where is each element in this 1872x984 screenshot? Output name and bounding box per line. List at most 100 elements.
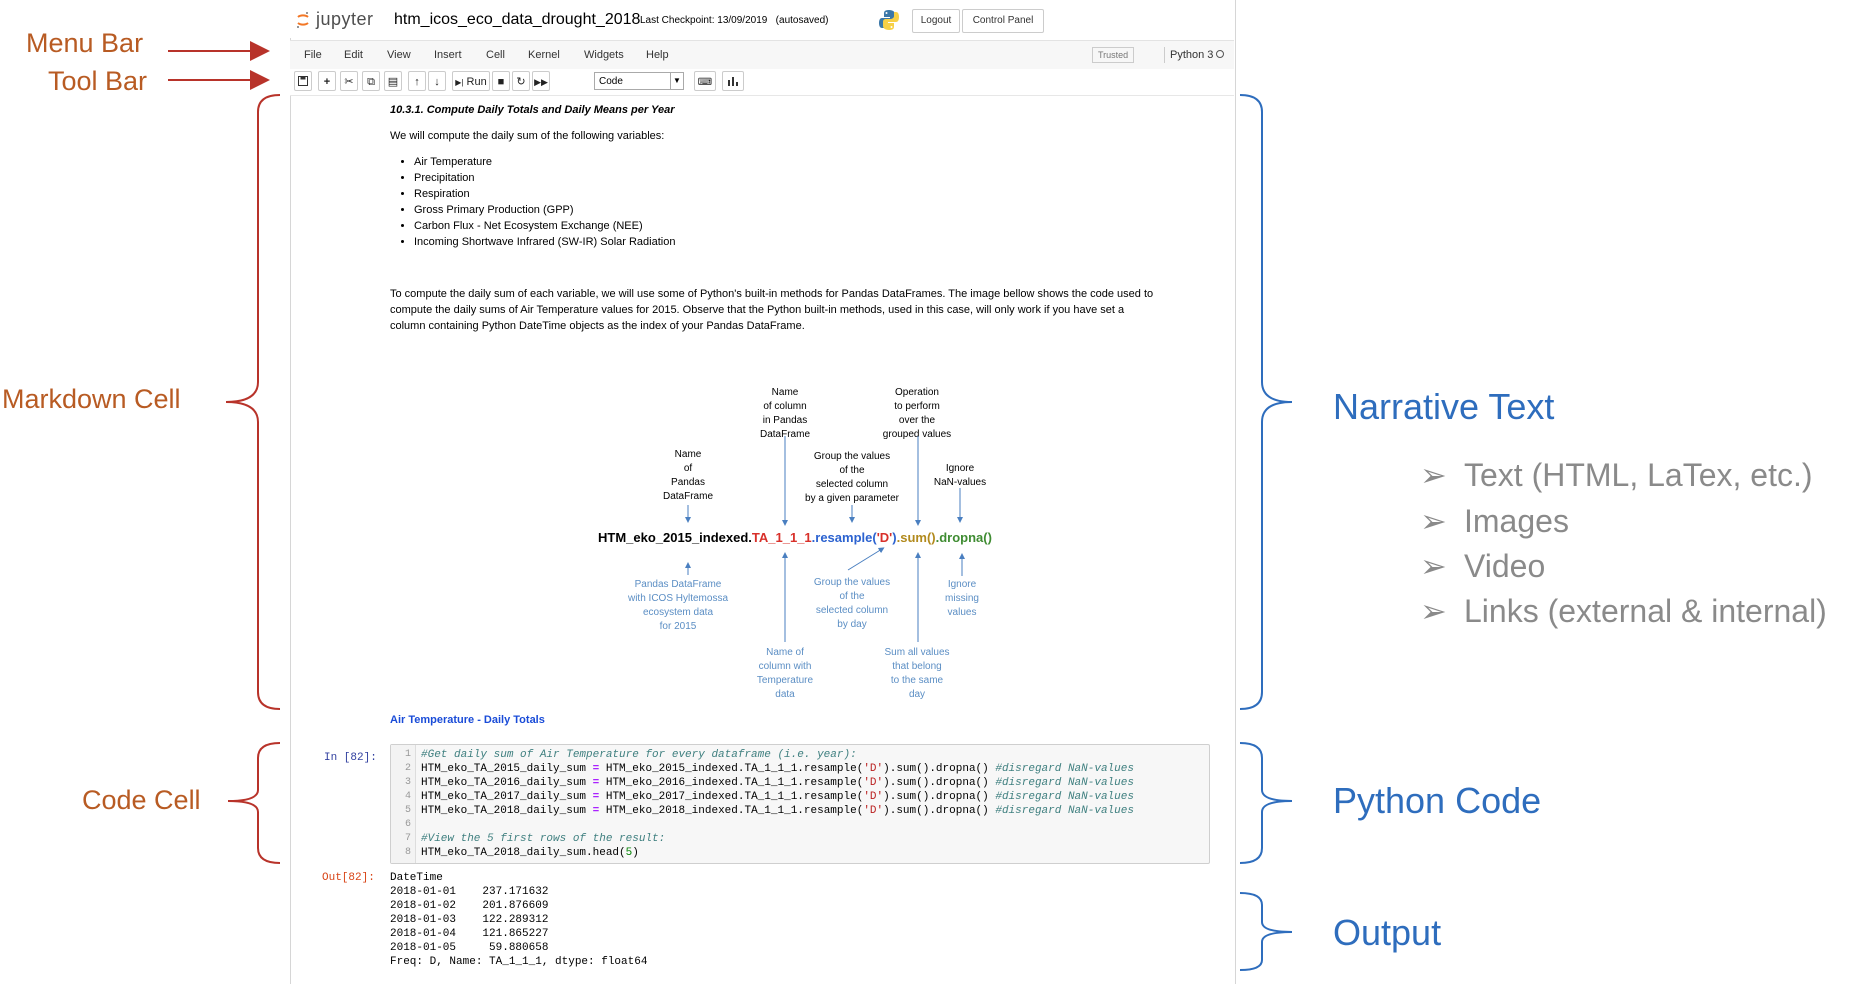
menu-edit[interactable]: Edit [344, 49, 363, 61]
arrow-up-icon: ↑ [414, 76, 420, 88]
stop-icon: ■ [497, 76, 505, 88]
output-line: 2018-01-04 121.865227 [390, 928, 549, 940]
bullet-item: ➢Images [1420, 503, 1569, 539]
bullet-item: ➢Links (external & internal) [1420, 593, 1827, 629]
code-line: HTM_eko_TA_2016_daily_sum = HTM_eko_2016… [421, 777, 1134, 789]
cell-type-select[interactable]: Code ▼ [594, 72, 684, 90]
autosave-text: (autosaved) [775, 15, 829, 26]
expr-dropna: .dropna() [935, 530, 992, 545]
paragraph-line: column containing Python DateTime object… [390, 320, 805, 332]
list-item: Respiration [414, 186, 675, 202]
bullet-item: ➢Text (HTML, LaTex, etc.) [1420, 457, 1813, 493]
menu-widgets[interactable]: Widgets [584, 49, 624, 61]
control-panel-button[interactable]: Control Panel [962, 9, 1044, 33]
tool-bar: + ✂ ⧉ ▤ ↑ ↓ ▶| Run ■ ↻ ▶▶ Code ▼ ⌨ [290, 69, 1234, 96]
annotation-menu-bar: Menu Bar [26, 28, 144, 58]
command-palette-button[interactable]: ⌨ [694, 71, 716, 91]
jupyter-logo-icon [297, 11, 309, 28]
diagram-arrows [685, 436, 965, 642]
paste-button[interactable]: ▤ [384, 71, 402, 91]
cut-button[interactable]: ✂ [340, 71, 358, 91]
line-number: 3 [404, 777, 411, 788]
brace-output [1239, 892, 1293, 971]
trusted-badge[interactable]: Trusted [1092, 47, 1135, 63]
save-button[interactable] [294, 71, 312, 91]
brace-code-cell [227, 742, 281, 864]
code-editor[interactable]: 1 2 3 4 5 6 7 8 #Get daily sum of Air Te… [390, 744, 1210, 864]
line-number-gutter [391, 745, 416, 863]
brace-python-code [1239, 742, 1293, 864]
annotation-narrative-text: Narrative Text [1333, 386, 1555, 427]
restart-icon: ↻ [516, 76, 526, 88]
markdown-paragraph: To compute the daily sum of each variabl… [390, 286, 1220, 334]
list-item: Gross Primary Production (GPP) [414, 202, 675, 218]
line-number: 2 [404, 763, 411, 774]
copy-icon: ⧉ [367, 76, 375, 88]
annotation-markdown-cell: Markdown Cell [2, 384, 181, 414]
markdown-intro: We will compute the daily sum of the fol… [390, 130, 665, 142]
menu-view[interactable]: View [387, 49, 411, 61]
brace-narrative-text [1239, 94, 1293, 710]
interrupt-button[interactable]: ■ [492, 71, 510, 91]
code-comment: #View the 5 first rows of the result: [421, 833, 666, 845]
output-line: Freq: D, Name: TA_1_1_1, dtype: float64 [390, 956, 648, 968]
run-button[interactable]: ▶| Run [452, 71, 490, 91]
menu-cell[interactable]: Cell [486, 49, 505, 61]
logout-button[interactable]: Logout [912, 9, 960, 33]
insert-cell-button[interactable]: + [318, 71, 336, 91]
brace-markdown-cell [225, 94, 281, 710]
code-line: HTM_eko_TA_2018_daily_sum.head(5) [421, 847, 639, 859]
code-line: HTM_eko_TA_2015_daily_sum = HTM_eko_2015… [421, 763, 1134, 775]
markdown-heading: 10.3.1. Compute Daily Totals and Daily M… [390, 104, 675, 116]
save-icon [298, 76, 308, 86]
menu-help[interactable]: Help [646, 49, 669, 61]
kernel-status-icon [1216, 50, 1224, 58]
restart-run-all-button[interactable]: ▶▶ [532, 71, 550, 91]
annotation-code-cell: Code Cell [82, 785, 201, 815]
list-item: Incoming Shortwave Infrared (SW-IR) Sola… [414, 234, 675, 250]
paste-icon: ▤ [387, 76, 399, 88]
restart-button[interactable]: ↻ [512, 71, 530, 91]
line-number: 8 [404, 847, 411, 858]
checkpoint-text: Last Checkpoint: 13/09/2019 [640, 15, 768, 26]
annotation-output: Output [1333, 912, 1442, 953]
notebook-header: jupyter htm_icos_eco_data_drought_2018 L… [290, 0, 1234, 38]
annotation-tool-bar: Tool Bar [48, 66, 148, 96]
run-label: Run [466, 76, 487, 88]
move-up-button[interactable]: ↑ [408, 71, 426, 91]
kernel-name[interactable]: Python 3 [1170, 49, 1214, 61]
keyboard-icon: ⌨ [697, 77, 713, 88]
jupyter-logo[interactable]: jupyter [296, 9, 374, 30]
chart-extension-button[interactable] [722, 71, 744, 91]
expr-dataframe: HTM_eko_2015_indexed. [598, 530, 752, 545]
menu-kernel[interactable]: Kernel [528, 49, 560, 61]
kernel-divider [1164, 47, 1165, 63]
step-forward-icon: ▶| [455, 78, 464, 87]
copy-button[interactable]: ⧉ [362, 71, 380, 91]
checkpoint-status: Last Checkpoint: 13/09/2019 (autosaved) [640, 15, 828, 26]
line-number: 1 [404, 749, 411, 760]
move-down-button[interactable]: ↓ [428, 71, 446, 91]
annotation-python-code: Python Code [1333, 780, 1542, 821]
bullet-item: ➢Video [1420, 548, 1546, 584]
arrow-down-icon: ↓ [434, 76, 440, 88]
paragraph-line: To compute the daily sum of each variabl… [390, 288, 1154, 300]
arrow-bullet-icon: ➢ [1420, 503, 1447, 539]
expr-close: ) [892, 530, 897, 545]
variable-list: Air Temperature Precipitation Respiratio… [400, 154, 675, 250]
line-number: 6 [404, 819, 411, 830]
menu-file[interactable]: File [304, 49, 322, 61]
markdown-subheading: Air Temperature - Daily Totals [390, 714, 545, 726]
notebook-name[interactable]: htm_icos_eco_data_drought_2018 [394, 11, 641, 28]
arrow-bullet-icon: ➢ [1420, 548, 1447, 584]
code-line: HTM_eko_TA_2017_daily_sum = HTM_eko_2017… [421, 791, 1134, 803]
expr-column: TA_1_1_1 [751, 530, 812, 545]
menu-insert[interactable]: Insert [434, 49, 462, 61]
